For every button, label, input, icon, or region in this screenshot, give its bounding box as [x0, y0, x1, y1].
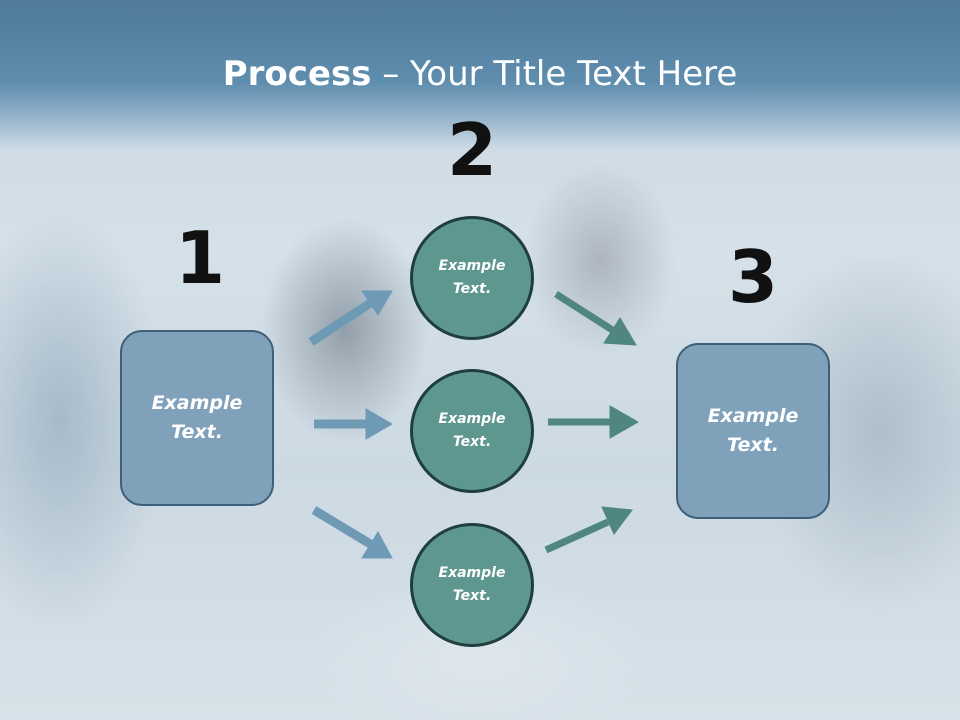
- step-3-box: Example Text.: [676, 343, 830, 519]
- step-1-box: Example Text.: [120, 330, 274, 506]
- circle-bottom-text: Example Text.: [438, 565, 506, 604]
- circle-top-text: Example Text.: [438, 258, 506, 297]
- arrow-left-to-middle: [314, 408, 394, 440]
- arrow-bottom-to-right: [544, 506, 633, 554]
- arrow-left-to-bottom: [311, 506, 393, 559]
- title-band: [0, 0, 960, 150]
- arrow-left-to-top: [308, 290, 393, 346]
- step-1-box-text: Example Text.: [151, 392, 243, 443]
- slide-title: Process – Your Title Text Here: [0, 52, 960, 96]
- title-rest: – Your Title Text Here: [371, 54, 738, 94]
- step-2-circle-top: Example Text.: [410, 216, 534, 340]
- arrow-middle-to-right: [548, 405, 640, 439]
- step-3-box-text: Example Text.: [707, 405, 799, 456]
- arrow-top-to-right: [554, 291, 637, 346]
- step-number-2: 2: [446, 108, 498, 192]
- step-number-3: 3: [727, 235, 779, 319]
- step-number-1: 1: [174, 216, 226, 300]
- step-2-circle-bottom: Example Text.: [410, 523, 534, 647]
- title-strong: Process: [222, 54, 372, 94]
- circle-middle-text: Example Text.: [438, 411, 506, 450]
- step-2-circle-middle: Example Text.: [410, 369, 534, 493]
